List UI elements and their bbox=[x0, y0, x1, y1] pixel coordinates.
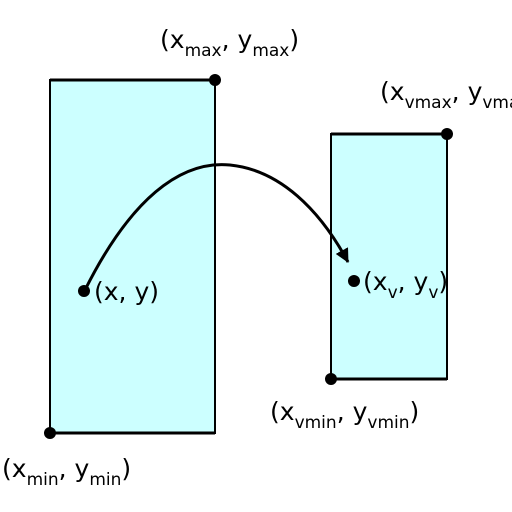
label-xvmax-yvmax: (xvmax, yvmax) bbox=[380, 77, 512, 113]
point-xmax-ymax bbox=[209, 74, 221, 86]
label-xv-yv: (xv, yv) bbox=[363, 267, 448, 303]
label-xmin-ymin: (xmin, ymin) bbox=[2, 454, 131, 490]
viewport bbox=[330, 133, 448, 380]
world-window bbox=[49, 79, 216, 434]
label-xy: (x, y) bbox=[94, 277, 159, 306]
point-xvmax-yvmax bbox=[441, 128, 453, 140]
mapping-arrow bbox=[83, 163, 350, 291]
point-xmin-ymin bbox=[44, 427, 56, 439]
label-xvmin-yvmin: (xvmin, yvmin) bbox=[270, 397, 419, 433]
point-xvmin-yvmin bbox=[325, 373, 337, 385]
point-xv-yv bbox=[348, 275, 360, 287]
point-xy bbox=[78, 285, 90, 297]
label-xmax-ymax: (xmax, ymax) bbox=[160, 25, 299, 61]
